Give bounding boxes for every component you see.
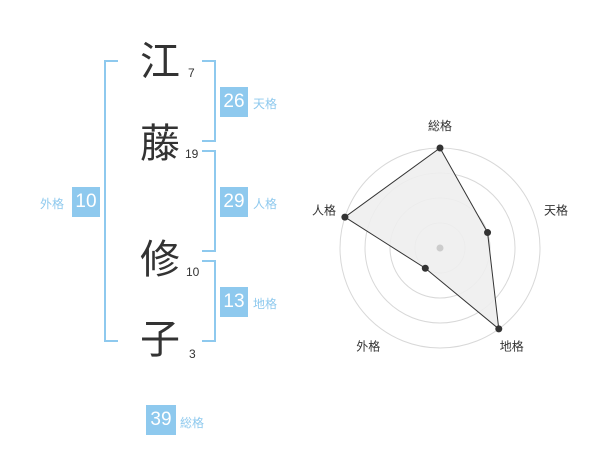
stroke-count-4: 3: [189, 347, 196, 361]
name-char-4: 子: [140, 317, 180, 363]
stroke-count-3: 10: [186, 265, 200, 279]
radar-axis-label: 地格: [500, 339, 524, 354]
name-char-3: 修: [140, 237, 180, 283]
gaikaku-label: 外格: [40, 197, 65, 211]
radar-point: [436, 144, 444, 152]
soukaku-value: 39: [146, 405, 176, 435]
tenkaku-value: 26: [220, 87, 248, 117]
radar-axis-label: 総格: [428, 118, 452, 133]
radar-point: [341, 213, 349, 221]
gaikaku-value: 10: [72, 187, 100, 217]
soukaku-label: 総格: [180, 416, 205, 430]
jinkaku-value: 29: [220, 187, 248, 217]
name-char-2: 藤: [140, 121, 180, 167]
jinkaku-label: 人格: [253, 197, 278, 211]
chikaku-label: 地格: [253, 297, 278, 311]
radar-center-dot: [436, 244, 444, 252]
radar-area: [344, 147, 500, 331]
chikaku-bracket: [202, 260, 216, 342]
chikaku-value: 13: [220, 287, 248, 317]
radar-point: [421, 264, 429, 272]
radar-axis-label: 天格: [544, 202, 568, 217]
radar-point: [484, 229, 492, 237]
radar-points: [341, 144, 503, 333]
radar-axis-label: 人格: [312, 202, 336, 217]
gaikaku-bracket: [104, 60, 118, 342]
tenkaku-label: 天格: [253, 97, 278, 111]
radar-point: [495, 325, 503, 333]
jinkaku-bracket: [202, 150, 216, 252]
tenkaku-bracket: [202, 60, 216, 142]
radar-axis-label: 外格: [356, 339, 380, 354]
stroke-count-2: 19: [185, 147, 199, 161]
stroke-count-1: 7: [188, 66, 195, 80]
name-char-1: 江: [140, 39, 180, 85]
